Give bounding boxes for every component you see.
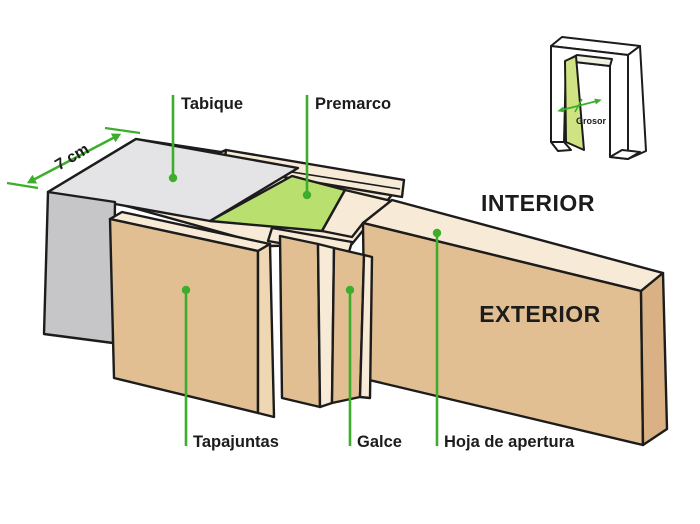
premarco-dot bbox=[302, 190, 312, 200]
galce-rebate-board bbox=[330, 246, 366, 405]
dimension-tick-lower bbox=[6, 181, 39, 190]
leader-lines bbox=[168, 95, 442, 446]
tapajuntas-label: Tapajuntas bbox=[193, 433, 279, 451]
grosor-arrowhead-right bbox=[594, 98, 602, 105]
inset-left-jamb-bottom-cap bbox=[550, 141, 572, 152]
grosor-tick bbox=[574, 98, 583, 113]
door-leaf-end-face bbox=[639, 271, 669, 447]
tabique-dot bbox=[168, 173, 178, 183]
tapajuntas-front-face bbox=[108, 217, 260, 415]
tabique-label: Tabique bbox=[181, 95, 243, 113]
tapajuntas-dot bbox=[181, 285, 191, 295]
galce-label: Galce bbox=[357, 433, 402, 451]
inset-door-frame: Grosor bbox=[550, 36, 647, 160]
interior-label: INTERIOR bbox=[481, 190, 595, 216]
dimension-arrowhead-upper bbox=[110, 133, 122, 143]
dimension-tick-upper bbox=[104, 126, 141, 135]
grosor-arrow-line bbox=[561, 100, 598, 111]
inset-right-jamb-bottom-cap bbox=[609, 149, 641, 160]
hoja-label: Hoja de apertura bbox=[444, 433, 575, 451]
dimension-arrowhead-lower bbox=[26, 174, 38, 184]
grosor-label: Grosor bbox=[576, 116, 607, 126]
hoja-dot bbox=[432, 228, 442, 238]
exterior-label: EXTERIOR bbox=[479, 301, 601, 327]
tabique-front-face bbox=[42, 190, 117, 345]
dimension-arrow-line bbox=[32, 135, 116, 182]
jamb-edge-strip bbox=[358, 253, 374, 400]
inset-right-side-face bbox=[627, 45, 647, 160]
premarco-label: Premarco bbox=[315, 95, 391, 113]
tapajuntas-side-face bbox=[256, 242, 276, 419]
galce-dot bbox=[345, 285, 355, 295]
main-assembly bbox=[42, 137, 669, 447]
inset-jamb-reveal-green bbox=[564, 55, 585, 151]
jamb-front-board bbox=[278, 234, 322, 409]
grosor-arrowhead-left bbox=[557, 106, 565, 113]
labels: Tabique Premarco Tapajuntas Galce Hoja d… bbox=[181, 95, 601, 451]
